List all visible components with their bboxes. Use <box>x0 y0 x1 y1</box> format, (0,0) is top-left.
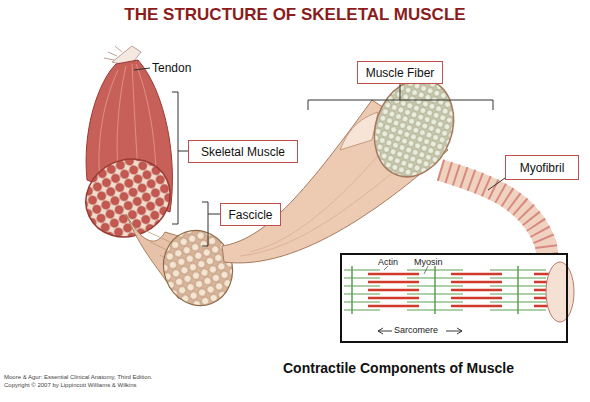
diagram-caption: Contractile Components of Muscle <box>283 360 514 376</box>
structure-label-box: Myofibril <box>505 155 579 180</box>
structure-label-box: Skeletal Muscle <box>188 140 298 163</box>
myofibril-end <box>546 262 574 322</box>
filament-label: Actin <box>378 257 398 267</box>
part-label: Tendon <box>152 61 191 75</box>
diagram-title: THE STRUCTURE OF SKELETAL MUSCLE <box>0 5 590 25</box>
filament-label: Sarcomere <box>394 325 438 335</box>
filament-leaders <box>384 266 428 274</box>
inset-background <box>340 253 568 343</box>
skeletal-muscle-bracket <box>172 92 188 224</box>
muscle-fiber-bracket <box>308 84 493 110</box>
tendon-fray <box>104 46 122 60</box>
myosin-filaments <box>368 274 562 306</box>
myofibril-leader <box>488 178 505 190</box>
contractile-inset: Actin MyosinSarcomere <box>340 253 568 343</box>
copyright-note: Copyright © 2007 by Lippincott Williams … <box>4 382 136 388</box>
box-label: Fascicle <box>228 208 272 222</box>
sarcolemma-flap <box>340 112 378 150</box>
box-label: Muscle Fiber <box>366 66 435 80</box>
structure-label-box: Fascicle <box>220 203 281 226</box>
source-note: Moore & Agur: Essential Clinical Anatomy… <box>4 374 153 380</box>
fascicle-cross-section <box>153 221 243 316</box>
fascicle-bracket <box>202 202 220 246</box>
box-label: Myofibril <box>520 161 565 175</box>
structure-label-box: Muscle Fiber <box>357 61 443 84</box>
box-label: Skeletal Muscle <box>201 145 285 159</box>
tendon-leader <box>134 68 150 70</box>
filament-label: Myosin <box>414 257 443 267</box>
